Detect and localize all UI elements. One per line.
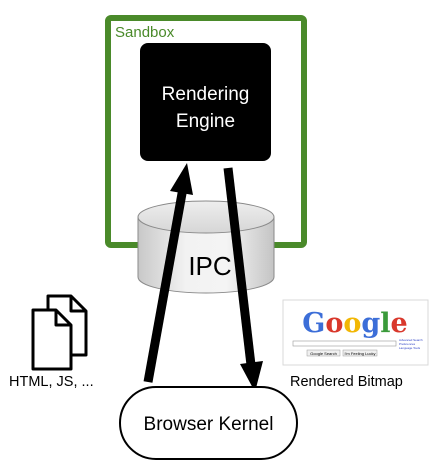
google-logo: Google	[302, 308, 407, 339]
rendering-engine-label-line2: Engine	[176, 111, 235, 132]
side-link-advanced: Advanced Search	[399, 338, 423, 342]
side-link-language: Language Tools	[399, 346, 421, 350]
arrow-up-icon	[143, 163, 193, 383]
browser-kernel-label: Browser Kernel	[144, 414, 274, 435]
ipc-label: IPC	[188, 251, 231, 281]
google-search-button-text: Google Search	[310, 351, 337, 356]
google-search-box	[292, 340, 397, 347]
rendering-engine-box	[140, 43, 271, 161]
feeling-lucky-button-text: I'm Feeling Lucky	[345, 351, 376, 356]
rendering-engine-label-line1: Rendering	[162, 84, 250, 105]
google-search-button	[306, 349, 341, 357]
bitmap-label: Rendered Bitmap	[290, 374, 403, 390]
google-homepage-thumbnail: Google Google Search I'm Feeling Lucky A…	[282, 299, 429, 366]
browser-kernel-box	[119, 386, 298, 460]
files-label: HTML, JS, ...	[9, 374, 94, 390]
document-stack-icon	[31, 294, 88, 371]
arrow-down-icon	[223, 167, 263, 392]
feeling-lucky-button	[342, 349, 378, 357]
sandbox-label: Sandbox	[115, 24, 175, 41]
side-link-preferences: Preferences	[399, 342, 416, 346]
